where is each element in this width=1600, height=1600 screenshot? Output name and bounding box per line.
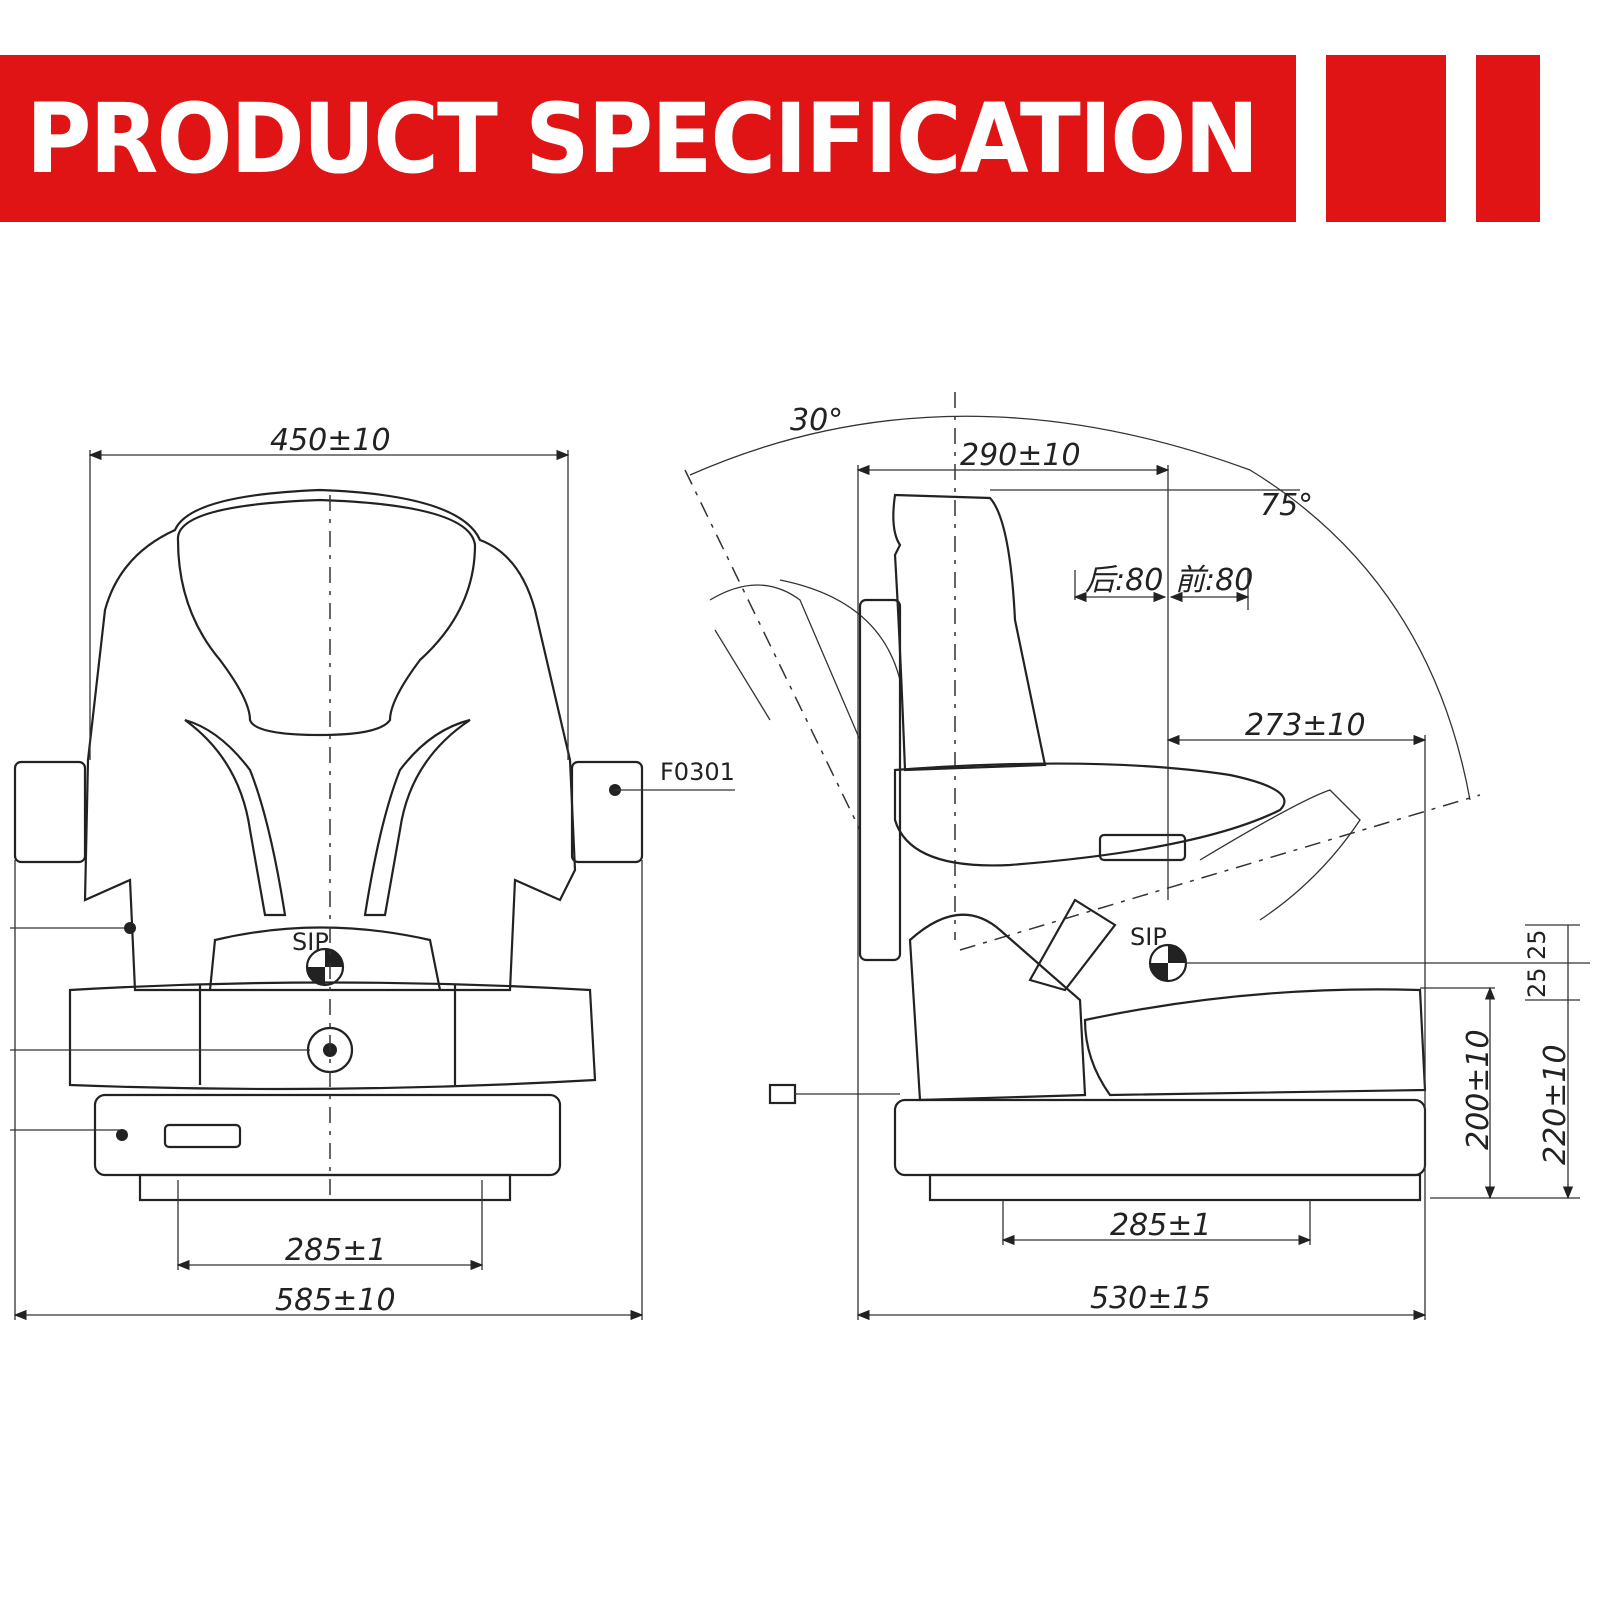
slide-rail xyxy=(138,1173,512,1202)
backrest-rib-left xyxy=(184,718,287,917)
dim-backrest-depth: 290±10 xyxy=(960,438,1081,473)
side-lower-cushion xyxy=(1083,988,1427,1097)
title-banner xyxy=(0,55,1296,222)
side-pillar xyxy=(908,913,1087,1102)
angle-forward-label: 75° xyxy=(1260,488,1313,523)
weight-adjust-scale xyxy=(163,1123,242,1149)
front-view: SIP F0301 450±10 285±1 585±10 xyxy=(10,423,735,1321)
seatbelt xyxy=(1028,898,1117,992)
dim-sip-offset-up: 25 xyxy=(1523,929,1551,960)
dim-backrest-width: 450±10 xyxy=(270,423,391,458)
recline-arc xyxy=(689,415,1471,801)
angle-back-label: 30° xyxy=(790,403,843,438)
backrest-outline xyxy=(83,488,577,992)
side-backrest xyxy=(892,493,1047,772)
side-sip-label: SIP xyxy=(1130,923,1167,951)
dim-sip-offset-down: 25 xyxy=(1523,967,1551,998)
harness-connector xyxy=(768,1083,797,1105)
headrest-outline xyxy=(176,498,477,737)
armrest-handle xyxy=(1098,833,1187,862)
backrest-rib-right xyxy=(363,718,471,917)
side-seat-cushion xyxy=(893,762,1286,867)
dim-overall-width: 585±10 xyxy=(275,1283,396,1318)
side-suspension-base xyxy=(893,1098,1427,1177)
armrest-left xyxy=(13,760,87,864)
dim-height-min: 200±10 xyxy=(1461,1029,1496,1150)
dim-height-max: 220±10 xyxy=(1538,1044,1573,1165)
lumbar-panel xyxy=(208,926,442,991)
decor-bar xyxy=(1326,55,1446,222)
dim-slide-rear: 后:80 xyxy=(1085,563,1163,598)
sip-label: SIP xyxy=(292,928,329,956)
part-code-label: F0301 xyxy=(660,758,735,786)
dim-side-mount-spacing: 285±1 xyxy=(1110,1208,1211,1243)
dim-overall-depth: 530±15 xyxy=(1090,1281,1211,1316)
seat-cushion xyxy=(68,981,597,1091)
dim-slide-front: 前:80 xyxy=(1175,563,1253,598)
dim-front-mount-spacing: 285±1 xyxy=(285,1233,386,1268)
side-slide-rail xyxy=(928,1173,1422,1202)
page-title: PRODUCT SPECIFICATION xyxy=(26,83,1259,195)
armrest-right xyxy=(570,760,644,864)
side-back-shell xyxy=(858,598,902,962)
decor-bar xyxy=(1476,55,1540,222)
dim-cushion-depth: 273±10 xyxy=(1245,708,1366,743)
side-view: 30° 75° SIP 290±10 后:80 前:80 273±10 xyxy=(684,392,1590,1321)
